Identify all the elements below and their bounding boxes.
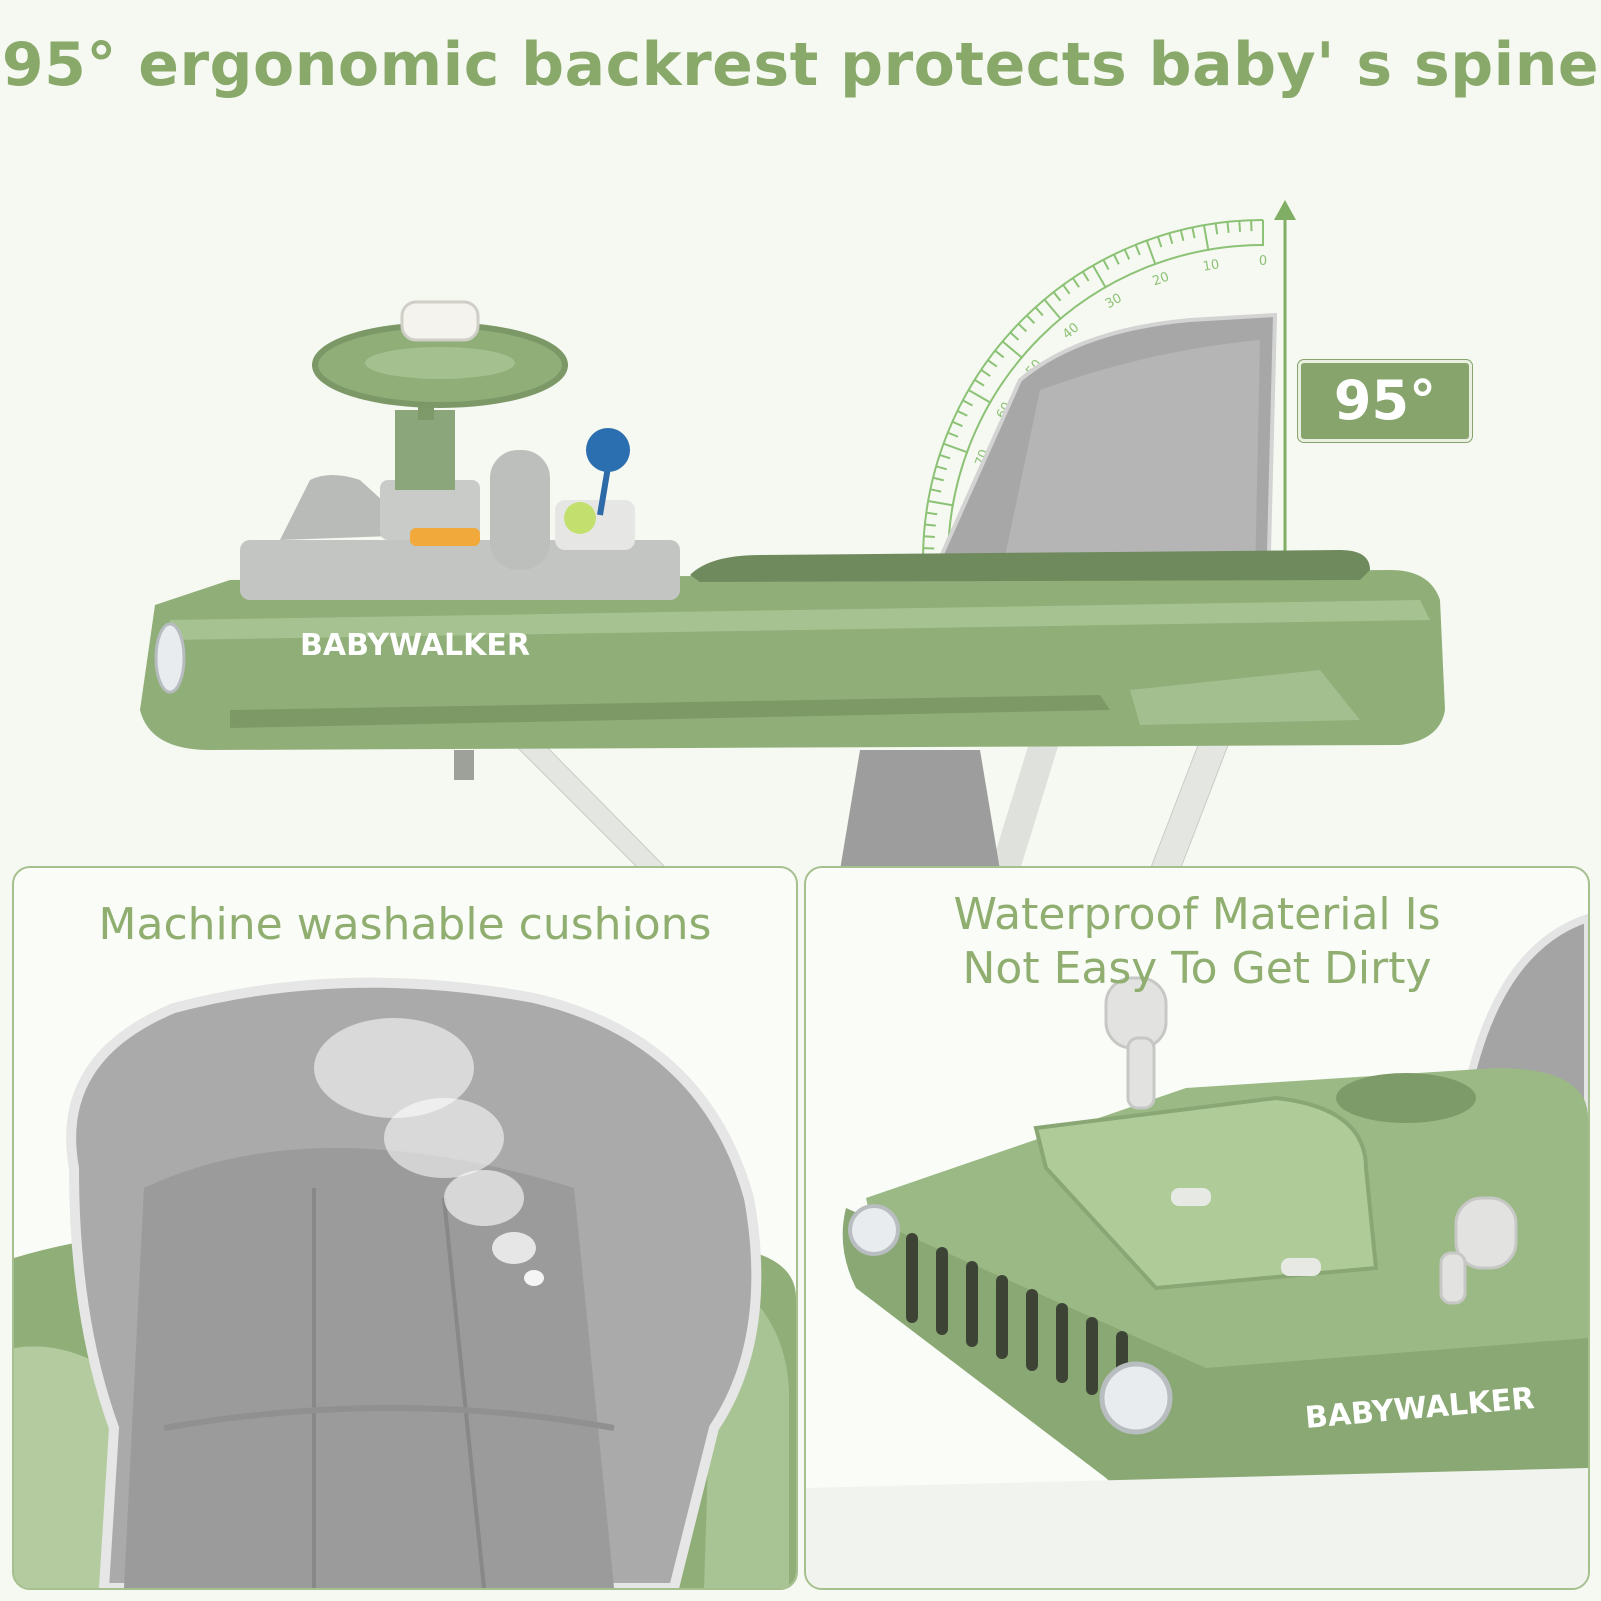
- protractor-tick: [1191, 227, 1196, 239]
- protractor-tick: [1179, 229, 1185, 242]
- panel-title-waterproof: Waterproof Material Is Not Easy To Get D…: [806, 888, 1588, 996]
- protractor-tick: [980, 369, 991, 377]
- headlight-left: [848, 1204, 900, 1256]
- side-mirrors: [1104, 976, 1518, 1305]
- walker-side-view: 0102030405060708090 BABYWALKER: [140, 200, 1445, 870]
- protractor-tick: [1113, 253, 1120, 265]
- protractor-tick: [926, 511, 938, 516]
- cushion-closeup: [14, 977, 796, 1588]
- protractor-tick-label: 0: [1259, 254, 1267, 269]
- protractor-tick: [923, 535, 935, 539]
- protractor-tick: [930, 488, 942, 493]
- grille-slot: [1056, 1303, 1068, 1383]
- protractor-tick: [935, 465, 948, 471]
- headlight: [154, 622, 186, 694]
- walker-frame-legs: [508, 739, 1231, 870]
- angle-badge: 95°: [1298, 360, 1472, 442]
- protractor-tick: [956, 410, 968, 417]
- protractor-tick: [939, 453, 951, 460]
- toy-console: [240, 300, 680, 600]
- protractor-tick: [1092, 265, 1107, 289]
- grille-slot: [906, 1233, 918, 1323]
- panel-title-line-1: Waterproof Material Is: [953, 889, 1441, 940]
- grille-slot: [996, 1275, 1008, 1359]
- grille-slot: [936, 1247, 948, 1335]
- protractor-tick-label: 20: [1151, 270, 1172, 290]
- protractor-tick: [927, 499, 954, 507]
- panel-title-cushions: Machine washable cushions: [98, 899, 712, 950]
- protractor-tick: [1214, 223, 1219, 235]
- protractor-tick: [1226, 221, 1230, 233]
- protractor-tick: [1202, 224, 1210, 251]
- protractor-tick: [1043, 298, 1062, 321]
- panel-washable-cushions: Machine washable cushions: [12, 866, 798, 1590]
- protractor-tick: [1123, 248, 1131, 260]
- protractor-tick: [943, 442, 969, 454]
- protractor-tick: [987, 359, 998, 368]
- protractor-tick-label: 10: [1202, 257, 1221, 275]
- horn-button: [400, 300, 480, 342]
- protractor-tick: [1145, 240, 1157, 266]
- tray-front-face: [842, 1208, 1588, 1508]
- headlight-right: [1099, 1361, 1173, 1435]
- protractor-tick: [974, 378, 985, 387]
- protractor-tick: [1017, 323, 1028, 333]
- protractor-ticks: [923, 220, 1264, 561]
- grille-slot: [1086, 1317, 1098, 1395]
- grille-slot: [966, 1261, 978, 1347]
- protractor-tick: [1026, 314, 1036, 325]
- panel-title-line-2: Not Easy To Get Dirty: [962, 943, 1432, 994]
- protractor-tick: [1168, 232, 1174, 245]
- protractor-tick: [1081, 271, 1090, 282]
- protractor-tick: [947, 431, 959, 438]
- protractor-tick: [1072, 277, 1080, 288]
- protractor-tick: [951, 420, 963, 428]
- protractor-tick: [1102, 259, 1110, 270]
- water-spray-mist: [314, 1018, 544, 1286]
- protractor-tick: [1034, 306, 1044, 317]
- brand-label-side: BABYWALKER: [300, 628, 530, 663]
- protractor-tick: [932, 476, 945, 482]
- protractor-tick: [994, 349, 1005, 359]
- joystick-ball: [586, 428, 630, 472]
- seat-fabric-lower: [840, 750, 1000, 870]
- mirror-knob: [490, 450, 550, 570]
- protractor-tick: [968, 389, 992, 404]
- angle-protractor: [922, 219, 1264, 561]
- panel-waterproof-material: BABYWALKER Waterproof Material Is Not Ea…: [804, 866, 1590, 1590]
- vertical-arrowhead: [1274, 200, 1296, 220]
- grille-slot: [1026, 1289, 1038, 1371]
- protractor-tick: [1062, 284, 1071, 295]
- protractor-tick-label: 30: [1103, 291, 1125, 312]
- protractor-tick: [1052, 291, 1062, 302]
- protractor-tick: [1009, 331, 1020, 341]
- protractor-tick: [962, 399, 973, 407]
- protractor-tick-label: 40: [1060, 320, 1082, 342]
- protractor-tick: [1134, 244, 1141, 256]
- protractor-tick: [924, 523, 936, 527]
- protractor-tick: [1156, 236, 1163, 248]
- protractor-tick: [1238, 220, 1242, 232]
- protractor-tick: [1001, 340, 1024, 359]
- tray-closeup: BABYWALKER: [806, 913, 1588, 1588]
- page-headline: 95° ergonomic backrest protects baby' s …: [1, 30, 1600, 100]
